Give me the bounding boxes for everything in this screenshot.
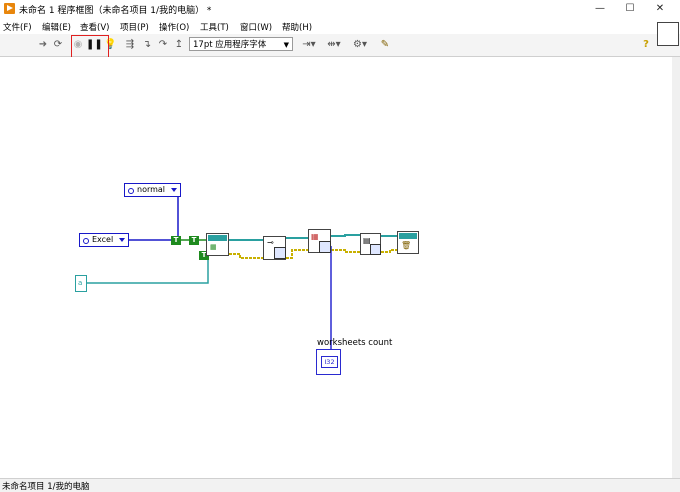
ring-dropdown-icon [170, 188, 177, 192]
menu-file[interactable]: 文件(F) [3, 23, 32, 33]
menu-view[interactable]: 查看(V) [80, 23, 110, 33]
menu-edit[interactable]: 编辑(E) [42, 23, 72, 33]
get-worksheets-node[interactable]: ▦ [308, 229, 331, 253]
menu-help[interactable]: 帮助(H) [282, 23, 313, 33]
block-diagram-canvas[interactable] [0, 57, 672, 478]
distribute-objects-icon[interactable]: ⇹▾ [327, 39, 341, 50]
wire-error-4 [381, 249, 397, 253]
ring-constant-normal[interactable]: normal [124, 183, 181, 197]
font-select[interactable]: 17pt 应用程序字体 ▼ [189, 37, 293, 51]
labview-app-icon [4, 3, 15, 14]
menu-tools[interactable]: 工具(T) [200, 23, 229, 33]
ring-dot-icon [128, 188, 134, 194]
highlight-execution-icon[interactable]: 💡 [104, 39, 117, 50]
vertical-scrollbar[interactable] [672, 57, 680, 478]
worksheet-node[interactable]: ⊸ [263, 236, 286, 260]
clean-up-diagram-icon[interactable]: ✎ [380, 39, 390, 50]
retain-wire-values-icon[interactable]: ⇶ [125, 39, 135, 50]
abort-icon[interactable]: ◉ [73, 39, 83, 50]
vi-icon[interactable] [657, 22, 679, 46]
ring-dot-icon [83, 238, 89, 244]
ring-dropdown-icon [118, 238, 125, 242]
close-button[interactable]: ✕ [655, 3, 665, 14]
toolbar: ➜ ⟳ ◉ ❚❚ 💡 ⇶ ↴ ↷ ↥ ⇥▾ ⇹▾ ⚙▾ ✎ ? [0, 22, 680, 57]
title-bar: 未命名 1 程序框图（未命名项目 1/我的电脑） * — ☐ ✕ [0, 0, 680, 18]
align-objects-icon[interactable]: ⇥▾ [302, 39, 316, 50]
step-over-icon[interactable]: ↷ [158, 39, 168, 50]
pause-icon[interactable]: ❚❚ [86, 39, 103, 50]
step-out-icon[interactable]: ↥ [174, 39, 184, 50]
report-header-icon [399, 233, 417, 239]
indicator-type: I32 [321, 356, 338, 368]
font-select-value: 17pt 应用程序字体 [193, 40, 267, 50]
trash-icon: 🗑 [401, 241, 412, 250]
run-arrow-icon[interactable]: ➜ [38, 39, 48, 50]
open-report-node[interactable]: ▦ [206, 233, 229, 256]
sheet-icon [274, 247, 286, 259]
menu-operate[interactable]: 操作(O) [159, 23, 190, 33]
status-bar: 未命名项目 1/我的电脑 [0, 478, 680, 492]
key-icon: ⊸ [267, 238, 274, 247]
worksheets-count-indicator[interactable]: I32 [316, 349, 341, 375]
close-report-node[interactable]: 🗑 [397, 231, 419, 254]
property-node[interactable]: ▤ [360, 233, 381, 255]
list-icon: ▤ [363, 236, 371, 245]
wire-error-3 [331, 249, 360, 253]
ring-constant-excel[interactable]: Excel [79, 233, 129, 247]
step-into-icon[interactable]: ↴ [142, 39, 152, 50]
path-icon: a [78, 279, 83, 287]
path-control-terminal[interactable]: a [75, 275, 87, 292]
bool-constant-2[interactable]: T [189, 236, 199, 245]
bool-constant-3[interactable]: T [199, 251, 209, 260]
window-title: 未命名 1 程序框图（未命名项目 1/我的电脑） * [19, 6, 212, 16]
reorder-icon[interactable]: ⚙▾ [353, 39, 367, 50]
run-continuously-icon[interactable]: ⟳ [53, 39, 63, 50]
menu-project[interactable]: 项目(P) [120, 23, 149, 33]
ring-excel-label: Excel [92, 235, 114, 244]
chevron-down-icon: ▼ [283, 41, 289, 49]
minimize-button[interactable]: — [595, 3, 605, 14]
status-project-path: 未命名项目 1/我的电脑 [2, 482, 90, 492]
menu-window[interactable]: 窗口(W) [240, 23, 273, 33]
grid-icon: ▦ [311, 232, 319, 241]
wire-teal-path [87, 256, 209, 284]
sheet-icon [370, 244, 381, 255]
wire-refnum-3 [331, 234, 360, 237]
menu-bar: 文件(F) 编辑(E) 查看(V) 项目(P) 操作(O) 工具(T) 窗口(W… [0, 18, 680, 34]
report-header-icon [208, 235, 227, 241]
context-help-icon[interactable]: ? [643, 39, 649, 50]
wire-error-1 [229, 253, 263, 259]
indicator-label: worksheets count [317, 338, 393, 348]
maximize-button[interactable]: ☐ [625, 3, 635, 14]
horizontal-scrollbar[interactable] [0, 472, 672, 478]
excel-icon: ▦ [210, 243, 217, 251]
sheet-icon [319, 241, 331, 253]
bool-constant-1[interactable]: T [171, 236, 181, 245]
wire-error-2 [286, 249, 308, 259]
ring-normal-label: normal [137, 185, 166, 194]
